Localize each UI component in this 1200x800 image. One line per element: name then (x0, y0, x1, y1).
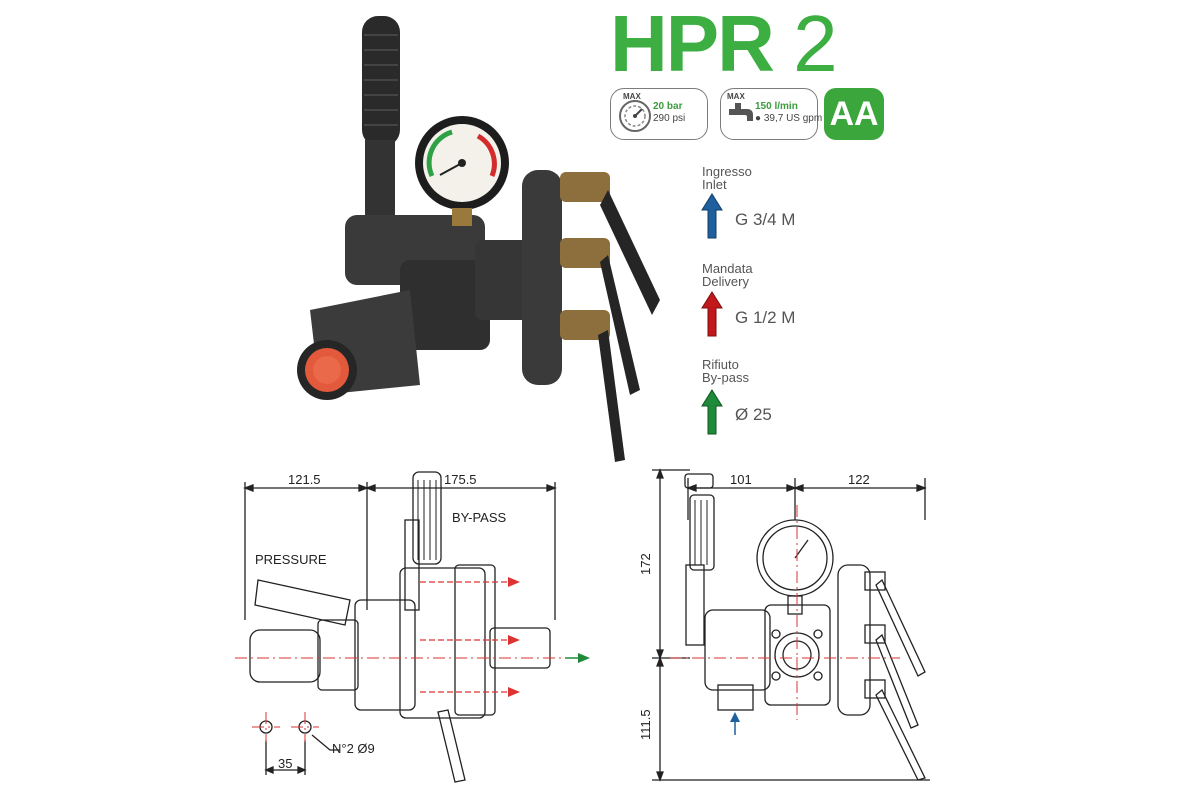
flow-gpm-value: ● 39,7 US gpm (755, 113, 823, 124)
dim-vertical-top: 172 (638, 553, 653, 575)
dim-right-width: 175.5 (444, 472, 477, 487)
delivery-thread-value: G 1/2 M (735, 308, 796, 327)
dim-left-width: 121.5 (288, 472, 321, 487)
dim-front-left: 101 (730, 472, 752, 487)
flow-spec-box: MAX 150 l/min ● 39,7 US gpm (720, 88, 822, 140)
class-badge: AA (824, 88, 884, 140)
product-title: HPR 2 (610, 0, 838, 88)
bypass-callout: BY-PASS (452, 510, 507, 525)
product-name: HPR (610, 0, 775, 88)
bypass-diameter-value: Ø 25 (735, 405, 772, 424)
inlet-arrow-icon (701, 193, 723, 239)
bypass-pipe (522, 170, 562, 385)
dim-front-right: 122 (848, 472, 870, 487)
delivery-arrow-icon (701, 291, 723, 337)
bypass-arrow-icon (701, 389, 723, 435)
pressure-callout: PRESSURE (255, 552, 327, 567)
flow-max-label: MAX (727, 92, 745, 101)
ball-valves (560, 172, 660, 462)
product-number: 2 (793, 0, 837, 88)
tap-icon (729, 103, 753, 121)
pressure-spec-box: MAX 20 bar 290 psi (610, 88, 708, 140)
hole-spacing-dim: 35 (278, 756, 293, 771)
pressure-bar-value: 20 bar (653, 101, 683, 112)
flow-lpm-value: 150 l/min (755, 101, 798, 112)
hole-count-note: N°2 Ø9 (332, 741, 375, 756)
inlet-thread-value: G 3/4 M (735, 210, 796, 229)
pressure-psi-value: 290 psi (653, 113, 686, 124)
pressure-gauge-icon (619, 100, 651, 132)
dim-vertical-bottom: 111.5 (638, 709, 653, 740)
pressure-max-label: MAX (623, 92, 641, 101)
